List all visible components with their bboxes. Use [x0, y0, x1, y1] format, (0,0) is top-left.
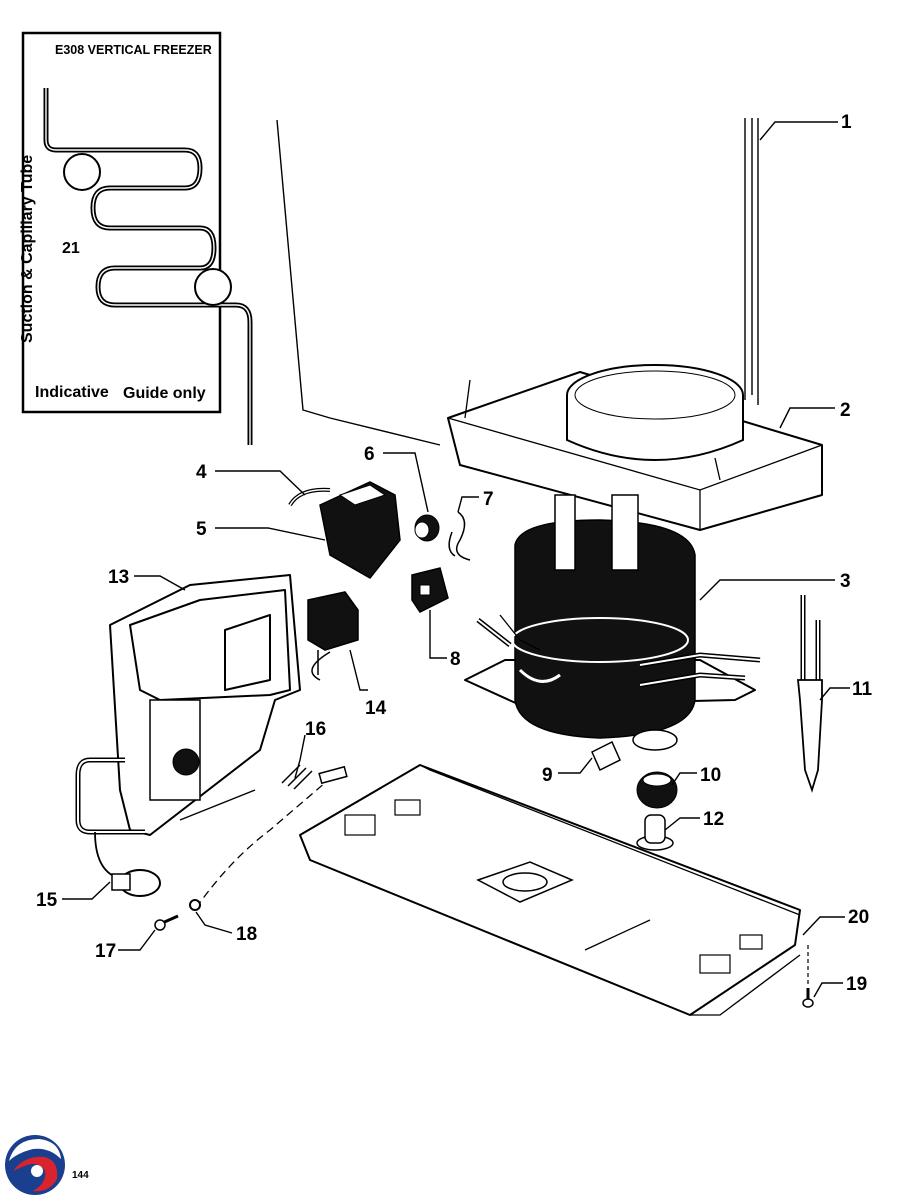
- callout-1: 1: [841, 112, 852, 133]
- callout-2: 2: [840, 400, 851, 421]
- inset-panel: E308 VERTICAL FREEZER Suction & Capillar…: [19, 31, 253, 445]
- callout-5: 5: [196, 519, 207, 540]
- base-plate: [299, 764, 801, 1016]
- screw-19: [802, 945, 814, 1008]
- callout-19: 19: [846, 974, 867, 995]
- cabinet-outline: [276, 118, 759, 446]
- leader-lines: [62, 121, 850, 998]
- callout-12: 12: [703, 809, 724, 830]
- mounting-foot: [636, 814, 674, 851]
- callout-3: 3: [840, 571, 851, 592]
- callout-17: 17: [95, 941, 116, 962]
- swirl-logo-icon: [5, 1135, 65, 1195]
- callout-15: 15: [36, 890, 58, 911]
- callout-9: 9: [542, 765, 553, 786]
- drip-tray: [447, 364, 823, 531]
- callout-6: 6: [364, 444, 375, 465]
- callout-20: 20: [848, 907, 869, 928]
- callout-13: 13: [108, 567, 129, 588]
- callout-4: 4: [196, 462, 207, 483]
- capacitor: [414, 514, 440, 542]
- inset-side-label: Suction & Capillary Tube: [19, 155, 36, 343]
- terminal-block: [307, 591, 359, 681]
- callout-11: 11: [852, 679, 873, 700]
- callout-18: 18: [236, 924, 257, 945]
- retaining-clip: [448, 511, 471, 561]
- rubber-grommet: [636, 771, 678, 809]
- inset-note-left: Indicative: [35, 384, 109, 401]
- control-housing: [109, 574, 301, 836]
- start-relay: [411, 567, 449, 613]
- callout-10: 10: [700, 765, 721, 786]
- page-number: 144: [72, 1170, 89, 1181]
- relay-cover: [288, 481, 401, 579]
- callout-numbers: 1 2 3 4 5 6 7 8 9 10 11 12 13 14 15 16 1…: [36, 112, 873, 995]
- heater-element: [75, 757, 161, 897]
- screw-17: [154, 914, 179, 931]
- wiring: [189, 764, 348, 911]
- inset-part-number: 21: [62, 240, 80, 257]
- compressor: [464, 494, 761, 751]
- mount-bracket: [591, 740, 621, 772]
- inset-note-right: Guide only: [123, 385, 206, 402]
- callout-7: 7: [483, 489, 494, 510]
- callout-16: 16: [305, 719, 326, 740]
- callout-14: 14: [365, 698, 387, 719]
- filter-drier: [797, 595, 823, 793]
- inset-title: E308 VERTICAL FREEZER: [55, 43, 212, 57]
- callout-8: 8: [450, 649, 461, 670]
